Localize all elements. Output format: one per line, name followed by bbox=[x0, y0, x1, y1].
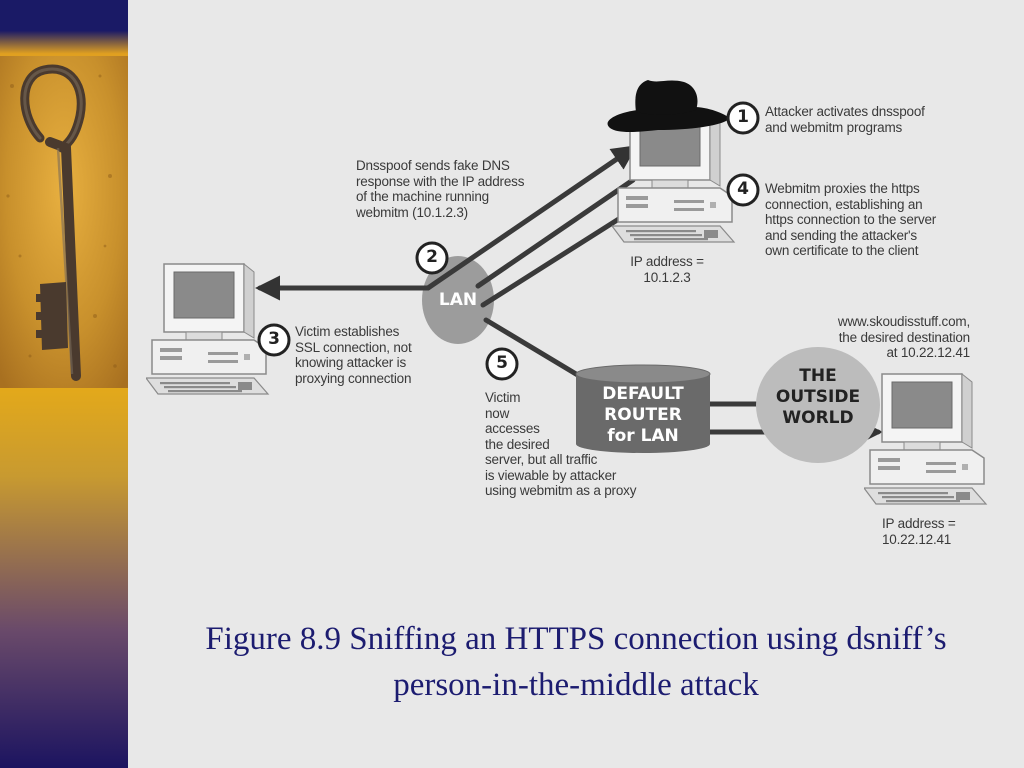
figure-caption: Figure 8.9 Sniffing an HTTPS connection … bbox=[128, 616, 1024, 708]
caption-line-1: Figure 8.9 Sniffing an HTTPS connection … bbox=[205, 621, 947, 657]
mitm-diagram bbox=[146, 80, 987, 505]
outside-world-line: THE bbox=[799, 366, 837, 386]
server-ip-label: IP address = 10.22.12.41 bbox=[882, 516, 956, 547]
default-router-cylinder bbox=[575, 364, 711, 453]
step-5-badge bbox=[485, 347, 519, 381]
dns-spoof-arrow bbox=[425, 145, 638, 291]
attacker-to-lan-line bbox=[480, 207, 636, 308]
server-url: www.skoudisstuff.com, bbox=[837, 314, 970, 329]
step-4-number: 4 bbox=[737, 179, 749, 199]
outside-world-label: THE OUTSIDE WORLD bbox=[756, 366, 880, 429]
server-desc-line: at 10.22.12.41 bbox=[886, 345, 970, 360]
step-3-number: 3 bbox=[268, 329, 280, 349]
server-computer-icon bbox=[864, 373, 987, 505]
step-1-number: 1 bbox=[737, 107, 749, 127]
step-2-line: webmitm (10.1.2.3) bbox=[356, 204, 468, 220]
step-4-text: Webmitm proxies the https connection, es… bbox=[765, 181, 936, 259]
step-4-line: connection, establishing an bbox=[765, 196, 923, 212]
step-4-badge bbox=[726, 173, 760, 207]
step-5-line: the desired bbox=[485, 436, 550, 452]
key-photo-icon bbox=[0, 56, 128, 388]
router-label: DEFAULT ROUTER for LAN bbox=[576, 384, 710, 447]
step-5-text: Victim now accesses the desired server, … bbox=[485, 390, 636, 499]
black-fedora-icon bbox=[607, 80, 730, 132]
step-3-badge bbox=[257, 323, 291, 357]
step-5-line: now bbox=[485, 405, 510, 421]
step-5-line: using webmitm as a proxy bbox=[485, 483, 637, 498]
outside-world-line: OUTSIDE bbox=[775, 387, 861, 407]
lan-label: LAN bbox=[438, 290, 478, 310]
step-5-line: server, but all traffic bbox=[485, 452, 598, 467]
step-1-line: and webmitm programs bbox=[765, 119, 903, 135]
step-1-badge bbox=[726, 101, 760, 135]
step-3-line: SSL connection, not bbox=[295, 339, 412, 355]
step-2-line: Dnsspoof sends fake DNS bbox=[356, 158, 510, 173]
attacker-ip-line: 10.1.2.3 bbox=[643, 269, 691, 285]
attacker-ip-line: IP address = bbox=[630, 254, 704, 269]
server-description: www.skoudisstuff.com, the desired destin… bbox=[770, 314, 970, 361]
step-2-number: 2 bbox=[426, 247, 438, 267]
step-4-line: own certificate to the client bbox=[765, 243, 919, 258]
step-2-text: Dnsspoof sends fake DNS response with th… bbox=[356, 158, 524, 220]
step-4-line: and sending the attacker's bbox=[765, 227, 917, 243]
router-label-line: for LAN bbox=[607, 426, 679, 446]
caption-line-2: person-in-the-middle attack bbox=[393, 667, 759, 703]
step-2-badge bbox=[415, 241, 449, 275]
server-desc-line: the desired destination bbox=[838, 329, 970, 345]
outside-world-cloud bbox=[756, 347, 880, 463]
step-4-line: Webmitm proxies the https bbox=[765, 181, 920, 196]
step-3-line: knowing attacker is bbox=[295, 355, 407, 370]
router-label-line: DEFAULT bbox=[602, 384, 684, 404]
victim-computer-icon bbox=[146, 263, 269, 395]
step-5-number: 5 bbox=[496, 353, 508, 373]
step-3-text: Victim establishes SSL connection, not k… bbox=[295, 324, 412, 386]
router-label-line: ROUTER bbox=[604, 405, 682, 425]
step-3-line: proxying connection bbox=[295, 370, 412, 386]
step-2-line: of the machine running bbox=[356, 189, 489, 204]
outside-world-line: WORLD bbox=[782, 408, 854, 428]
step-1-line: Attacker activates dnsspoof bbox=[765, 104, 925, 119]
step-4-line: https connection to the server bbox=[765, 212, 937, 227]
victim-to-attacker-line bbox=[475, 177, 636, 289]
attacker-ip-label: IP address = 10.1.2.3 bbox=[612, 254, 722, 285]
step-3-line: Victim establishes bbox=[295, 324, 400, 339]
step-1-text: Attacker activates dnsspoof and webmitm … bbox=[765, 104, 925, 135]
step-5-line: is viewable by attacker bbox=[485, 467, 617, 483]
server-ip-line: 10.22.12.41 bbox=[882, 531, 952, 547]
step-5-line: Victim bbox=[485, 390, 521, 405]
server-ip-line: IP address = bbox=[882, 516, 956, 531]
step-2-line: response with the IP address bbox=[356, 173, 525, 189]
step-5-line: accesses bbox=[485, 421, 540, 436]
